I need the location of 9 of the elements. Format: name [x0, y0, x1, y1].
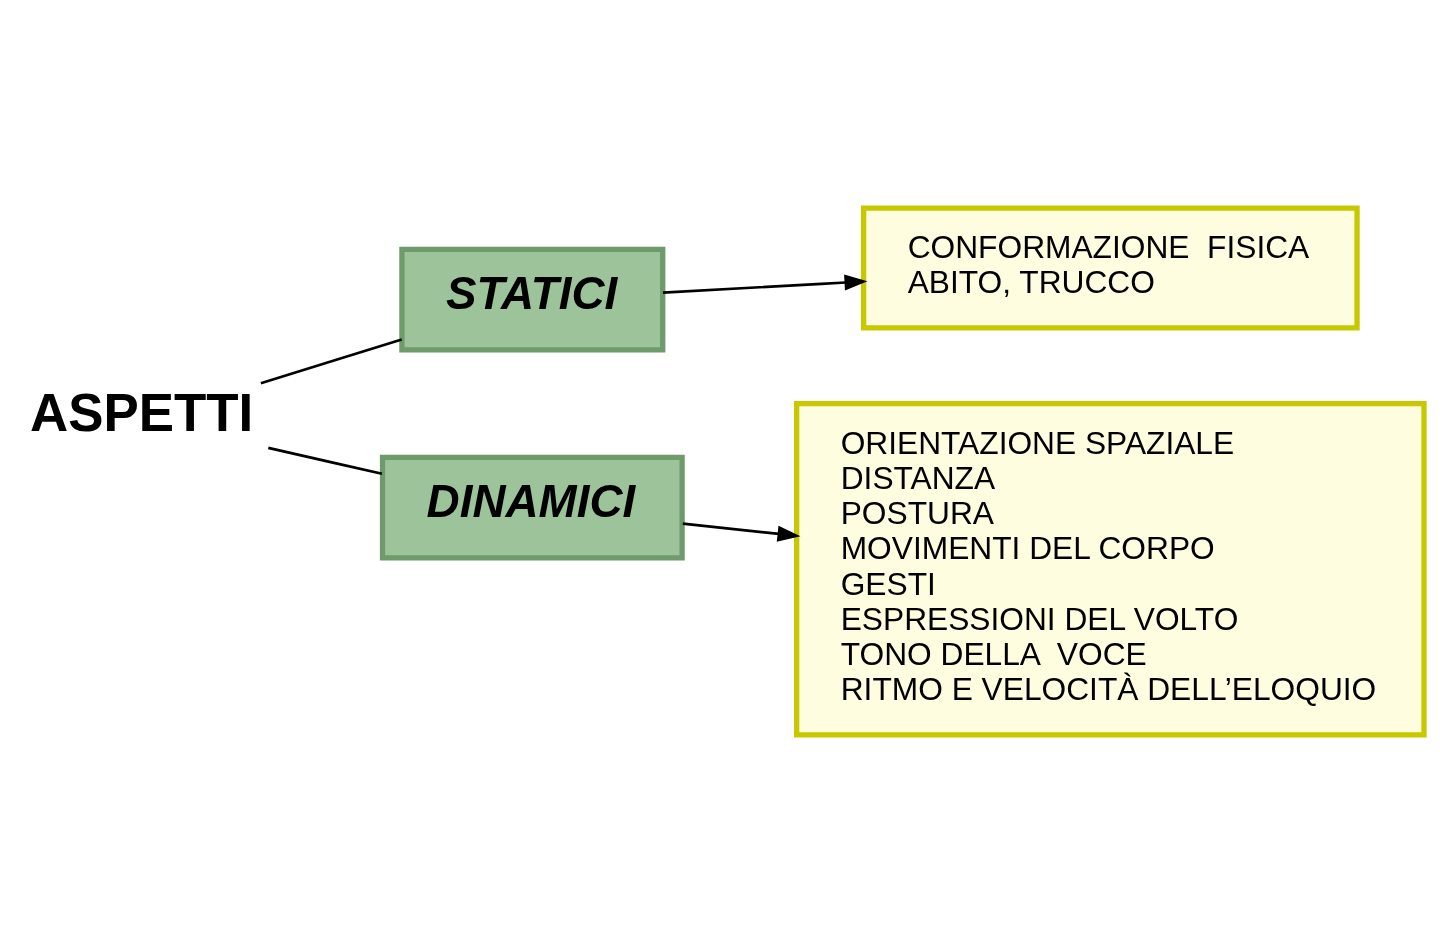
- node-box: ORIENTAZIONE SPAZIALE DISTANZA POSTURA MOVIMENTI DEL CORPO GESTI ESPRESSIONI DEL VOLTO TONO DELLA VOCE RITMO E VELOCITÀ DELL’ELOQUIO: [794, 401, 1427, 738]
- connector: [260, 338, 403, 385]
- arrow: [682, 522, 801, 542]
- node-box: STATICI: [399, 246, 666, 353]
- arrow: [662, 274, 868, 294]
- connector: [267, 446, 383, 476]
- node-text: ASPETTI: [30, 382, 254, 442]
- node-box: DINAMICI: [379, 454, 685, 561]
- node-box: CONFORMAZIONE FISICA ABITO, TRUCCO: [860, 205, 1360, 331]
